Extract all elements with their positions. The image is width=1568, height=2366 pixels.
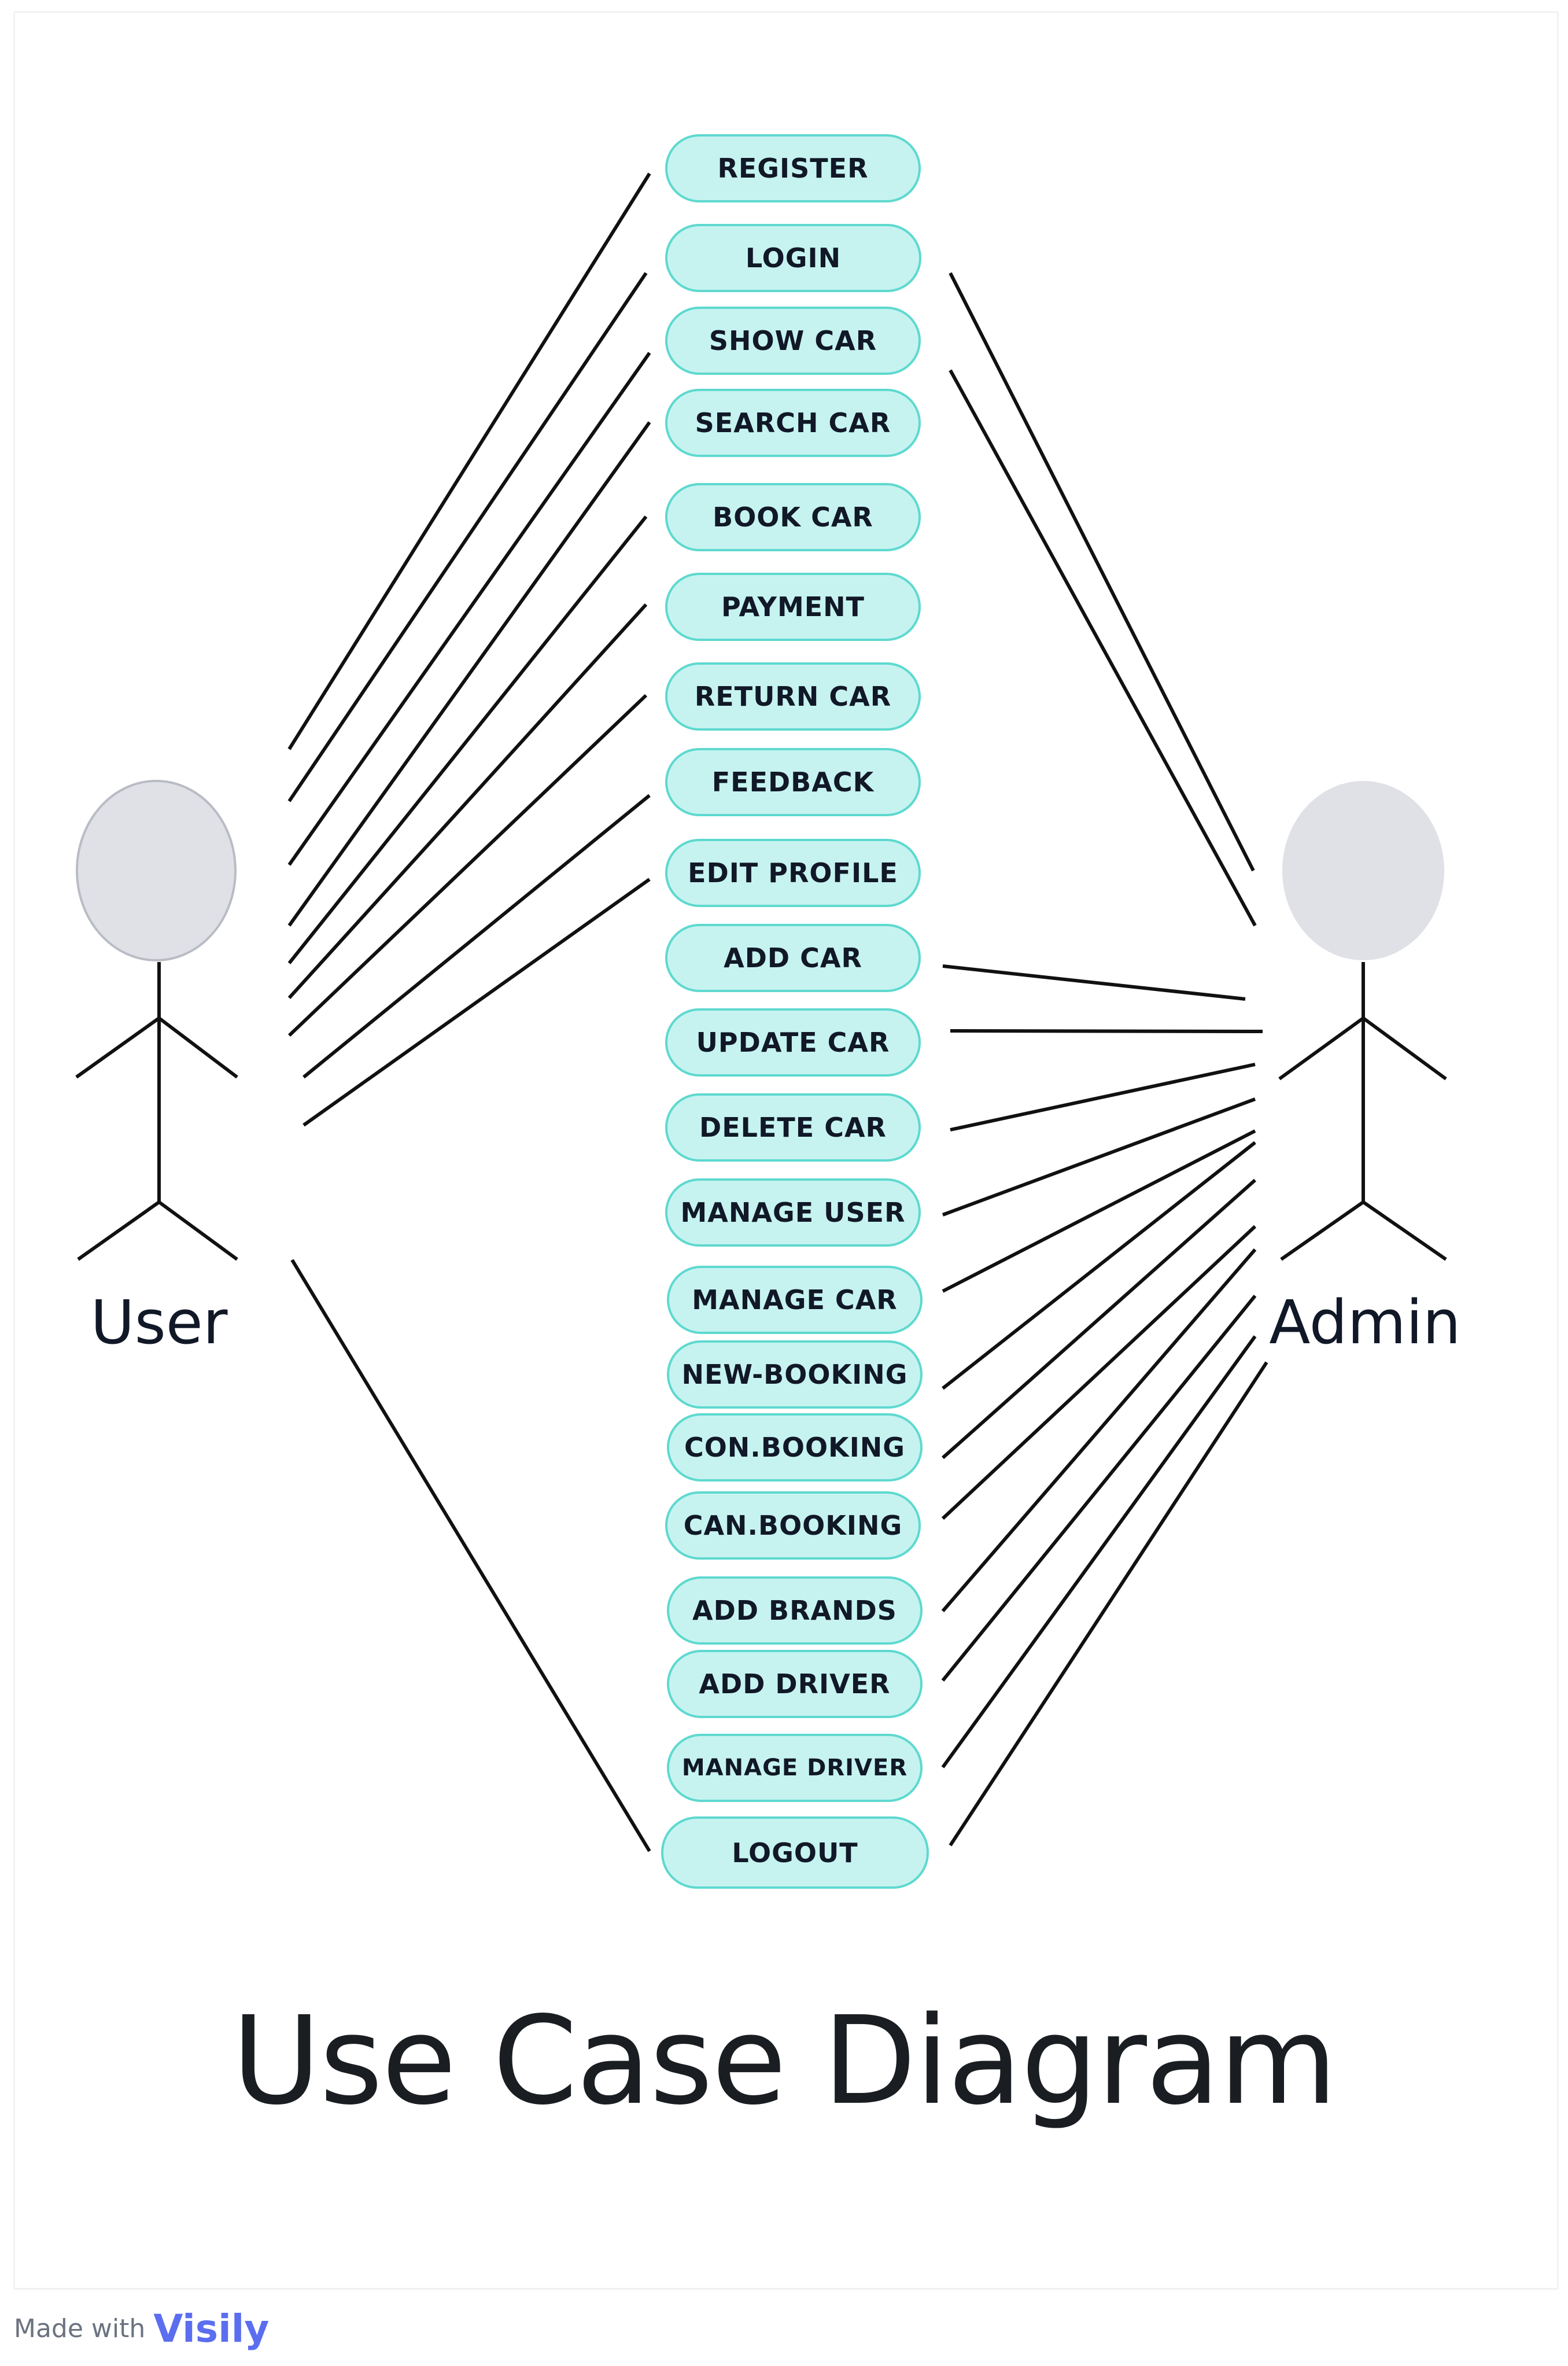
usecase-manage-car: MANAGE CAR <box>667 1266 923 1334</box>
assoc-user-show-car <box>287 352 651 866</box>
usecase-con-booking: CON.BOOKING <box>667 1413 923 1481</box>
assoc-user-edit-profile <box>302 878 651 1127</box>
user-leg-left <box>77 1200 160 1261</box>
made-with-text: Made with <box>14 2313 146 2343</box>
usecase-update-car: UPDATE CAR <box>665 1008 921 1077</box>
assoc-admin-manage-car <box>942 1129 1256 1293</box>
usecase-register: REGISTER <box>665 134 921 202</box>
assoc-user-book-car <box>287 515 648 964</box>
admin-actor-figure <box>1278 781 1447 1261</box>
admin-arm-right <box>1362 1016 1447 1081</box>
assoc-admin-manage-user <box>942 1097 1256 1217</box>
usecase-payment: PAYMENT <box>665 573 921 641</box>
diagram-title: Use Case Diagram <box>231 1990 1337 2132</box>
made-with-footer[interactable]: Made with Visily <box>14 2305 269 2352</box>
assoc-admin-add-car <box>942 964 1246 1001</box>
assoc-admin-manage-driver <box>941 1335 1257 1768</box>
user-leg-right <box>158 1200 238 1261</box>
usecase-login: LOGIN <box>665 224 921 292</box>
assoc-user-payment <box>287 603 648 1000</box>
user-arm-right <box>158 1016 238 1079</box>
admin-actor-label: Admin <box>1269 1287 1461 1358</box>
visily-logo: Visily <box>153 2306 270 2351</box>
admin-leg-left <box>1280 1200 1364 1261</box>
usecase-add-brands: ADD BRANDS <box>667 1576 923 1645</box>
assoc-admin-add-brands <box>941 1248 1257 1612</box>
assoc-admin-add-driver <box>941 1295 1257 1682</box>
admin-head <box>1282 781 1444 960</box>
assoc-admin-show-car <box>949 369 1257 927</box>
assoc-user-logout <box>290 1259 651 1852</box>
usecase-book-car: BOOK CAR <box>665 483 921 551</box>
assoc-admin-login <box>949 272 1255 872</box>
usecase-delete-car: DELETE CAR <box>665 1093 921 1162</box>
admin-arm-left <box>1278 1016 1364 1081</box>
usecase-return-car: RETURN CAR <box>665 662 921 731</box>
usecase-manage-driver: MANAGE DRIVER <box>667 1734 923 1802</box>
assoc-admin-con-booking <box>942 1178 1256 1460</box>
usecase-can-booking: CAN.BOOKING <box>665 1491 921 1560</box>
usecase-logout: LOGOUT <box>661 1816 929 1889</box>
usecase-show-car: SHOW CAR <box>665 307 921 375</box>
assoc-admin-logout <box>949 1361 1268 1847</box>
usecase-edit-profile: EDIT PROFILE <box>665 839 921 907</box>
user-actor-label: User <box>90 1287 228 1358</box>
user-associations <box>287 172 651 1852</box>
assoc-user-search-car <box>287 421 651 927</box>
assoc-admin-can-booking <box>941 1225 1257 1520</box>
usecase-search-car: SEARCH CAR <box>665 389 921 457</box>
assoc-user-feedback <box>302 794 651 1079</box>
usecase-add-car: ADD CAR <box>665 924 921 992</box>
assoc-admin-new-booking <box>942 1141 1256 1390</box>
usecase-feedback: FEEDBACK <box>665 748 921 816</box>
usecase-new-booking: NEW-BOOKING <box>667 1340 923 1409</box>
assoc-user-return-car <box>287 694 648 1037</box>
usecase-manage-user: MANAGE USER <box>665 1178 921 1247</box>
assoc-user-login <box>287 272 648 802</box>
assoc-admin-delete-car <box>950 1063 1256 1132</box>
user-arm-left <box>75 1016 160 1079</box>
admin-leg-right <box>1362 1200 1447 1261</box>
assoc-user-register <box>287 172 651 750</box>
user-actor-figure <box>75 780 238 1261</box>
user-head <box>76 780 237 961</box>
admin-associations <box>941 272 1268 1847</box>
usecase-add-driver: ADD DRIVER <box>667 1650 923 1718</box>
